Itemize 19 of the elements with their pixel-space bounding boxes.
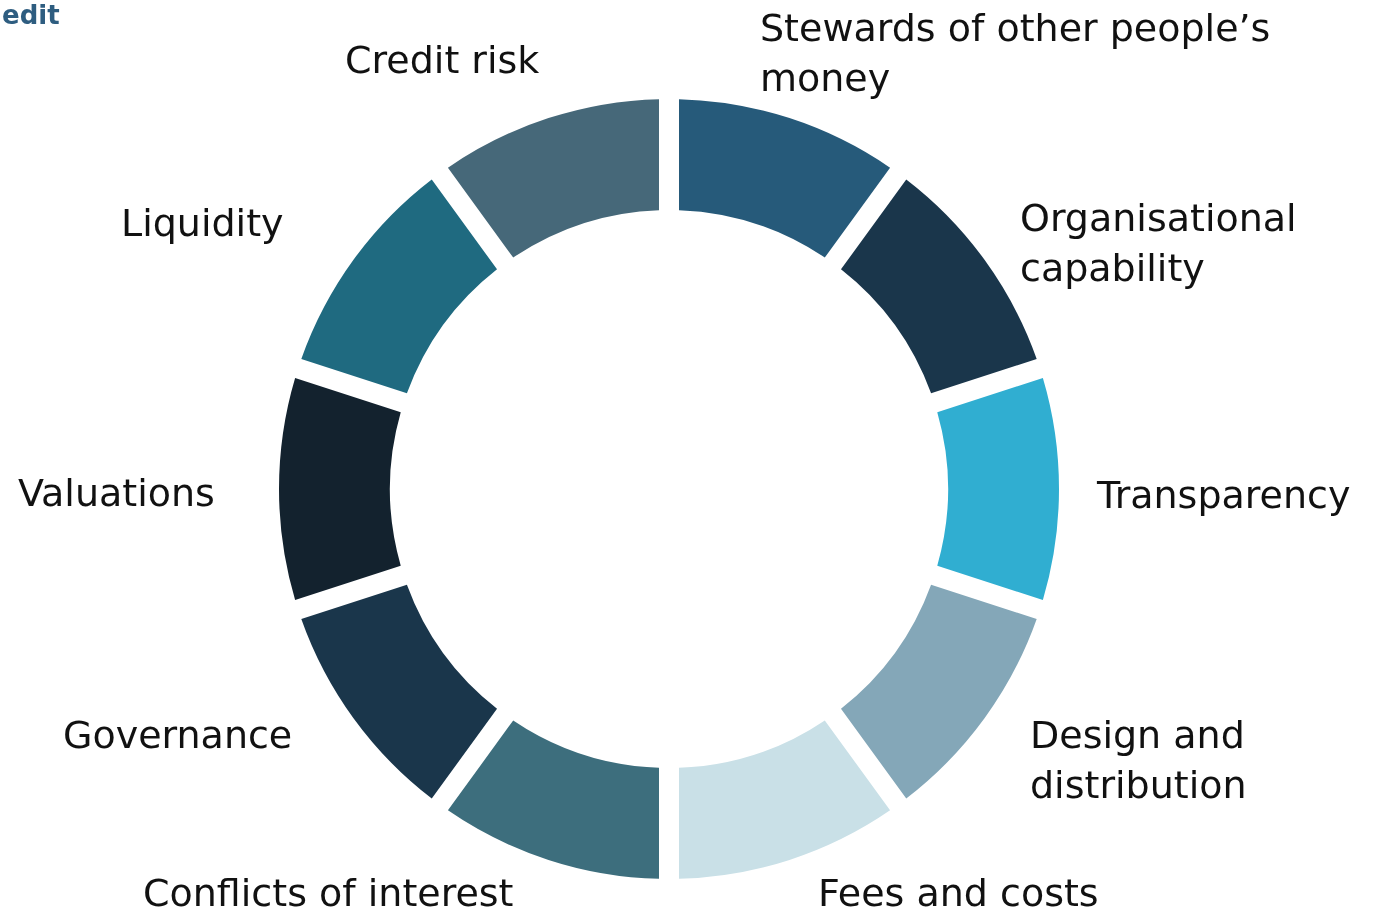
ring-segment — [301, 179, 497, 394]
segment-label: Fees and costs — [818, 870, 1099, 917]
ring-segment — [279, 378, 401, 600]
segment-label: Conflicts of interest — [143, 870, 514, 917]
segment-label: Valuations — [18, 470, 215, 517]
ring-segment — [937, 378, 1059, 600]
ring-segment — [679, 99, 891, 258]
segment-label: Liquidity — [121, 200, 284, 247]
heading-fragment: edit — [2, 0, 60, 30]
segment-label: Design and distribution — [1030, 712, 1248, 809]
segment-label: Stewards of other people’s money — [760, 5, 1272, 102]
ring-segment — [447, 720, 659, 879]
ring-segment — [679, 720, 891, 879]
segment-label: Transparency — [1097, 472, 1351, 519]
segment-label: Organisational capability — [1020, 195, 1298, 292]
segment-label: Governance — [63, 712, 293, 759]
segment-label: Credit risk — [345, 37, 540, 84]
ring-segment — [447, 99, 659, 258]
ring-segment — [301, 584, 497, 799]
